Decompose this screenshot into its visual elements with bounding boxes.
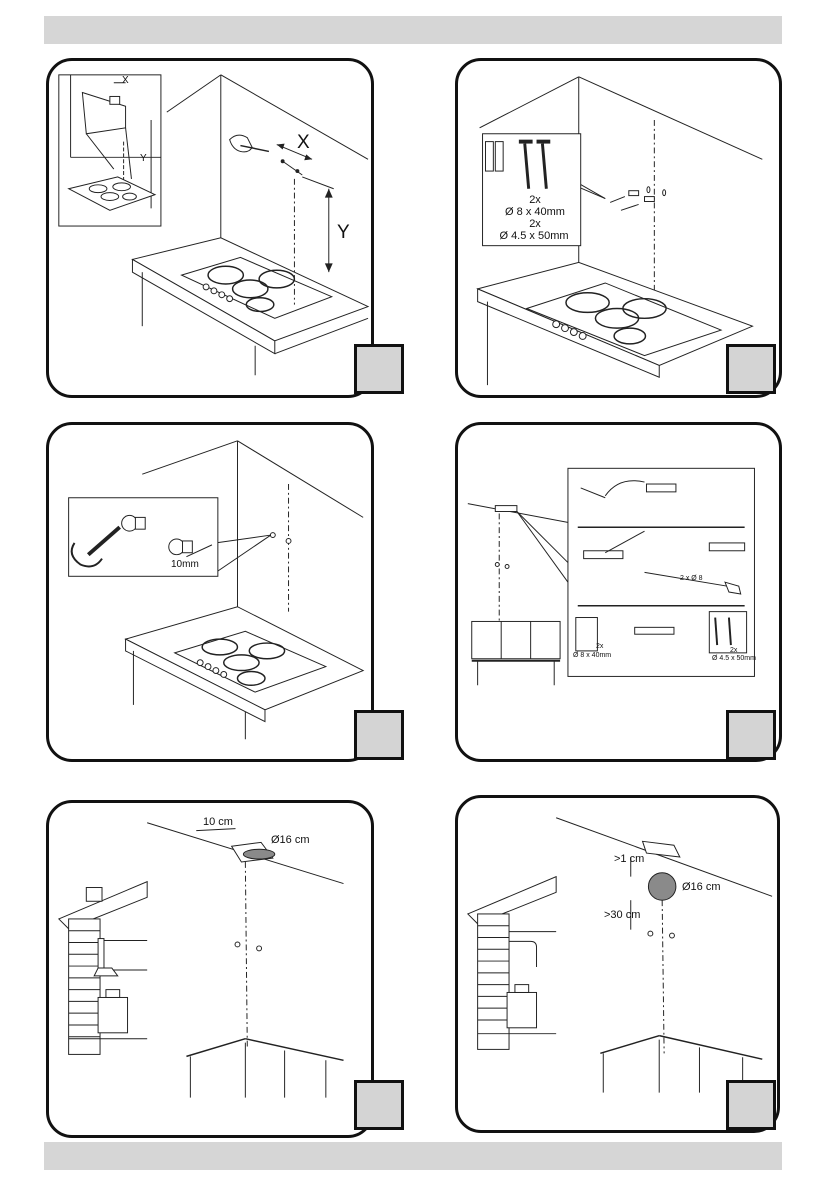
step-6-top-gap-label: >1 cm	[614, 854, 644, 865]
step-5-marker	[354, 1080, 404, 1130]
step-4-plug-size: Ø 8 x 40mm	[573, 652, 611, 660]
step-3-gap-label: 10mm	[171, 559, 199, 570]
header-bar	[44, 16, 782, 44]
step-1-inset-y-label: Y	[140, 153, 147, 164]
step-2-marker	[726, 344, 776, 394]
step-4-screw-size: Ø 4.5 x 50mm	[712, 655, 756, 663]
step-1-x-label: X	[297, 133, 310, 153]
step-3-panel: 10mm	[46, 422, 374, 762]
step-6-duct-label: Ø16 cm	[682, 882, 721, 893]
step-4-illustration	[458, 425, 779, 759]
step-1-y-label: Y	[337, 223, 350, 243]
step-4-marker	[726, 710, 776, 760]
step-4-qty-screws: 2x	[730, 647, 737, 655]
step-5-offset-label: 10 cm	[203, 817, 233, 828]
step-5-panel: 10 cm Ø16 cm	[46, 800, 374, 1138]
step-2-qty-screws: 2x	[515, 219, 555, 230]
step-4-qty-plugs: 2x	[596, 643, 603, 651]
step-4-drill-label: 2 x Ø 8	[680, 575, 703, 583]
step-6-marker	[726, 1080, 776, 1130]
step-1-illustration	[49, 61, 371, 395]
footer-bar	[44, 1142, 782, 1170]
step-2-screw-size: Ø 4.5 x 50mm	[482, 231, 586, 242]
step-1-marker	[354, 344, 404, 394]
step-2-qty-plugs: 2x	[515, 195, 555, 206]
step-5-illustration	[49, 803, 371, 1135]
step-3-illustration	[49, 425, 371, 759]
step-3-marker	[354, 710, 404, 760]
step-5-duct-label: Ø16 cm	[271, 835, 310, 846]
step-1-panel: X Y X Y	[46, 58, 374, 398]
step-6-side-gap-label: >30 cm	[604, 910, 640, 921]
step-1-inset-x-label: X	[122, 75, 129, 86]
step-2-plug-size: Ø 8 x 40mm	[485, 207, 585, 218]
